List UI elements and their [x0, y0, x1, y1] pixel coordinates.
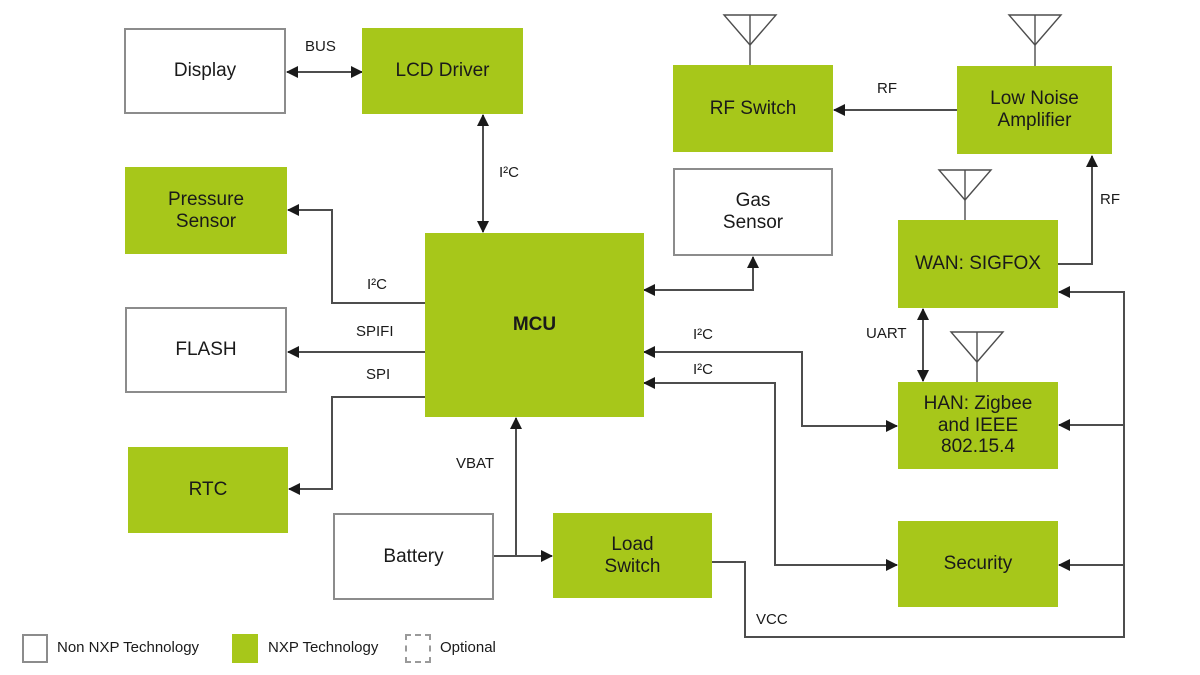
legend-swatch-nxp [232, 634, 258, 663]
label-rf-top: RF [877, 80, 897, 97]
block-gas-sensor: Gas Sensor [673, 168, 833, 256]
block-battery: Battery [333, 513, 494, 600]
legend-label-optional: Optional [440, 639, 496, 656]
block-han-zigbee: HAN: Zigbee and IEEE 802.15.4 [898, 382, 1058, 469]
block-rtc: RTC [128, 447, 288, 533]
legend-swatch-non-nxp [22, 634, 48, 663]
block-wan-sigfox: WAN: SIGFOX [898, 220, 1058, 308]
block-low-noise-amplifier: Low Noise Amplifier [957, 66, 1112, 154]
block-flash: FLASH [125, 307, 287, 393]
wire-i2c-mcu-pressure [287, 204, 425, 304]
block-security: Security [898, 521, 1058, 607]
wire-i2c-mcu-security [643, 377, 898, 571]
block-rf-switch: RF Switch [673, 65, 833, 152]
label-rf-right: RF [1100, 191, 1120, 208]
label-spi: SPI [366, 366, 391, 383]
label-i2c-pressure: I²C [367, 276, 387, 293]
block-lcd-driver: LCD Driver [362, 28, 523, 114]
block-load-switch: Load Switch [553, 513, 712, 598]
wire-gas-mcu [643, 256, 759, 296]
label-i2c-security: I²C [693, 361, 713, 378]
antenna-icon-wan [937, 169, 993, 220]
antenna-icon-rf-switch [722, 14, 778, 65]
antenna-icon-han [949, 331, 1005, 383]
label-bus: BUS [305, 38, 336, 55]
label-vbat: VBAT [456, 455, 495, 472]
label-vcc: VCC [756, 611, 788, 628]
wire-i2c-mcu-han [643, 346, 898, 432]
label-i2c-han: I²C [693, 326, 713, 343]
legend-label-non-nxp: Non NXP Technology [57, 639, 200, 656]
block-mcu: MCU [425, 233, 644, 417]
label-spifi: SPIFI [356, 323, 394, 340]
block-pressure-sensor: Pressure Sensor [125, 167, 287, 254]
wire-rf-wan-lna [1058, 155, 1098, 265]
block-display: Display [124, 28, 286, 114]
antenna-icon-lna [1007, 14, 1063, 66]
label-i2c-lcd: I²C [499, 164, 519, 181]
label-uart: UART [866, 325, 907, 342]
wire-spi-mcu-rtc [288, 396, 425, 495]
legend-label-nxp: NXP Technology [268, 639, 379, 656]
legend-swatch-optional [405, 634, 431, 663]
wire-vcc-main [712, 286, 1125, 638]
